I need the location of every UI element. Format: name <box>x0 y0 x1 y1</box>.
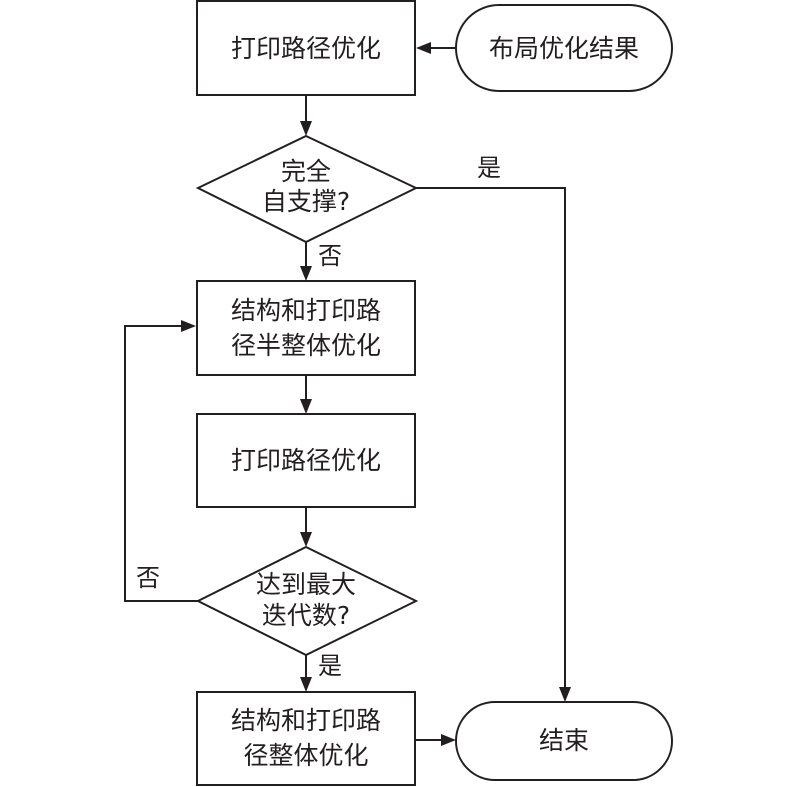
arrowhead <box>300 399 312 414</box>
terminator-layout-result <box>455 4 673 92</box>
process-print-path-opt-1 <box>196 0 416 96</box>
terminator-end <box>455 701 673 781</box>
arrowhead <box>300 532 312 547</box>
decision-max-iterations <box>195 545 419 657</box>
process-print-path-opt-2-label: 打印路径优化 <box>231 446 381 475</box>
decision-max-iterations-line2: 迭代数? <box>262 601 350 630</box>
decision-max-iterations-line1: 达到最大 <box>256 570 356 599</box>
decision-self-support <box>195 134 419 244</box>
edge-max-iter-no-loop <box>124 325 198 602</box>
process-integrated-opt-line1: 结构和打印路 <box>231 706 381 735</box>
terminator-layout-result-label: 布局优化结果 <box>489 34 639 63</box>
label-max-iter-yes: 是 <box>318 652 342 680</box>
edge-self-support-yes <box>416 187 566 688</box>
process-print-path-opt-2 <box>196 413 416 508</box>
process-integrated-opt <box>196 691 416 786</box>
arrowhead <box>416 42 431 54</box>
arrowhead <box>300 677 312 692</box>
process-integrated-opt-line2: 径整体优化 <box>243 741 368 770</box>
process-semi-integrated-opt-line1: 结构和打印路 <box>231 296 381 325</box>
decision-self-support-line2: 自支撑? <box>262 187 350 216</box>
process-print-path-opt-1-label: 打印路径优化 <box>231 34 381 63</box>
arrowhead <box>300 121 312 136</box>
label-self-support-yes: 是 <box>477 154 501 182</box>
decision-self-support-line1: 完全 <box>281 157 331 186</box>
process-semi-integrated-opt-line2: 径半整体优化 <box>231 331 381 360</box>
process-semi-integrated-opt <box>196 280 416 376</box>
label-self-support-no: 否 <box>318 242 342 270</box>
arrowhead <box>559 687 571 702</box>
label-max-iter-no: 否 <box>136 564 160 592</box>
arrowhead <box>441 734 456 746</box>
terminator-end-label: 结束 <box>539 726 589 755</box>
arrowhead <box>181 320 196 332</box>
arrowhead <box>300 266 312 281</box>
